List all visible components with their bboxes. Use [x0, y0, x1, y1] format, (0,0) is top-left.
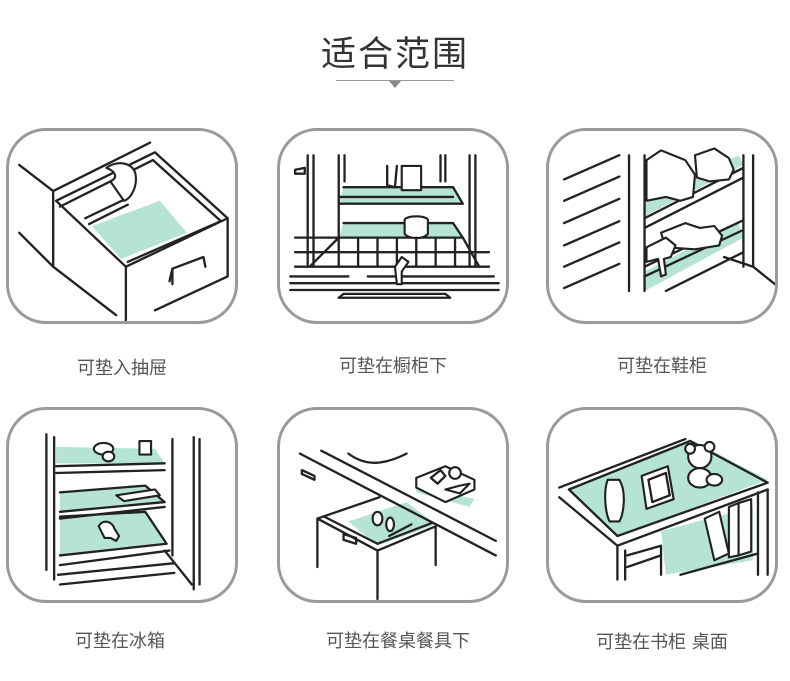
usage-card-drawer — [6, 128, 238, 324]
shoe-cabinet-icon — [562, 147, 775, 293]
usage-label-refrigerator: 可垫在冰箱 — [75, 631, 165, 652]
section-title: 适合范围 — [320, 35, 469, 75]
usage-card-shoe-cabinet — [546, 128, 778, 324]
usage-label-kitchen-cabinet: 可垫在橱柜下 — [339, 356, 447, 377]
down-arrow-icon — [389, 81, 401, 88]
usage-label-drawer: 可垫入抽屉 — [77, 358, 167, 379]
usage-label-shoe-cabinet: 可垫在鞋柜 — [617, 356, 707, 377]
title-divider — [336, 80, 454, 81]
usage-card-bookshelf — [546, 407, 778, 603]
drawer-icon — [18, 141, 229, 321]
kitchen-cabinet-icon — [289, 154, 500, 299]
refrigerator-icon — [45, 433, 201, 591]
usage-label-bookshelf: 可垫在书柜 桌面 — [596, 632, 728, 653]
dining-table-icon — [298, 449, 497, 600]
usage-card-kitchen-cabinet — [277, 128, 509, 324]
usage-card-dining-table — [277, 407, 509, 603]
usage-card-refrigerator — [6, 407, 238, 603]
usage-label-dining-table: 可垫在餐桌餐具下 — [326, 631, 470, 652]
bookshelf-icon — [558, 437, 769, 581]
